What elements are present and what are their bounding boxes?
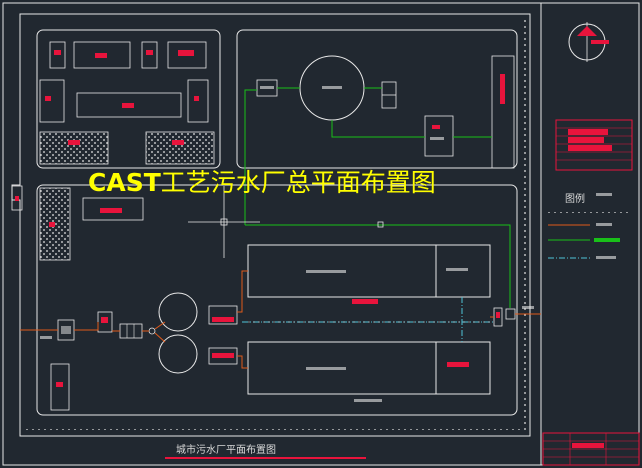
sludge-well-lower-mark — [212, 353, 234, 358]
sludge-pipe-line — [244, 89, 257, 225]
legend-sludge-bar — [594, 238, 620, 242]
sludge-tank-label — [322, 86, 342, 89]
cast-tank-lower-mark — [447, 362, 469, 367]
drawing-title: 城市污水厂平面布置图 — [176, 445, 276, 456]
dewatering-room-mark — [432, 125, 440, 129]
legend-title: 图例 — [565, 194, 585, 205]
green-plot-treatment-mark — [49, 222, 55, 227]
cast-tank-lower-label — [306, 367, 346, 370]
building-canteen — [167, 41, 207, 69]
building-office-mark — [95, 53, 107, 58]
legend-water-label — [596, 223, 612, 226]
water-pipe-to-tank-lower — [237, 355, 248, 369]
cast-tank-upper-label — [306, 270, 346, 273]
sludge-pump-house-label — [260, 86, 274, 89]
water-pipe-to-tank-upper — [237, 270, 248, 313]
site-boundary-wall — [11, 13, 531, 437]
inlet-screen-mark — [61, 326, 71, 334]
sludge-well-upper-mark — [212, 317, 234, 322]
notes-table-fill-2 — [568, 137, 604, 143]
sludge-pipe-line-6 — [245, 224, 511, 308]
building-guardroom — [49, 41, 66, 69]
sludge-storage-mark — [500, 74, 505, 104]
building-office — [73, 41, 131, 69]
building-lab-mark — [122, 103, 134, 108]
water-pipe-screen — [74, 322, 99, 331]
inlet-label — [40, 336, 52, 339]
legend-road-label — [596, 193, 612, 196]
building-store — [141, 41, 158, 69]
primary-tank-upper — [158, 292, 198, 332]
legend-sample-road — [548, 208, 632, 213]
fine-screen-mark — [101, 317, 108, 323]
building-chlorination-mark — [56, 382, 63, 387]
primary-tank-lower — [158, 334, 198, 374]
site-boundary-dots — [22, 16, 528, 20]
legend-air-label — [596, 256, 616, 259]
building-repair-mark — [194, 96, 199, 101]
outfall-well-mark — [496, 312, 500, 318]
legend-underline — [548, 202, 632, 206]
entrance-gate — [11, 185, 23, 211]
green-plot-left-mark — [68, 140, 80, 145]
site-boundary-dots-right — [524, 20, 528, 429]
building-garage — [39, 79, 65, 123]
sludge-pipe-node — [377, 221, 384, 228]
site-boundary-dots-left — [22, 20, 26, 429]
building-blower-room — [82, 197, 144, 221]
sludge-storage — [491, 55, 515, 169]
building-canteen-mark — [178, 50, 194, 56]
building-blower-room-mark — [100, 208, 122, 213]
building-guardroom-mark — [54, 50, 61, 55]
green-plot-left — [39, 131, 109, 165]
cad-crosshair-box — [220, 218, 228, 226]
cast-tank-caption — [354, 399, 382, 402]
building-store-mark — [146, 50, 153, 55]
north-arrow-bar — [591, 40, 609, 44]
notes-table-fill-1 — [568, 129, 608, 135]
main-title: CAST工艺污水厂总平面布置图 — [88, 168, 436, 198]
entrance-gate-mark — [15, 196, 19, 201]
green-plot-right-mark — [172, 140, 184, 145]
sludge-zone — [236, 29, 518, 169]
distribution-well — [148, 327, 156, 335]
notes-table-fill-3 — [568, 145, 612, 151]
office-zone — [36, 29, 221, 169]
building-chlorination — [50, 363, 70, 411]
water-pipe-primary-lower — [154, 332, 166, 343]
water-pipe-primary-upper — [154, 321, 166, 330]
north-arrow-needle — [577, 26, 597, 36]
dewatering-room — [424, 115, 454, 157]
cast-tank-upper-mark — [352, 299, 378, 304]
main-title-rest: 工艺污水厂总平面布置图 — [160, 168, 436, 197]
sludge-pipe-line-4 — [331, 120, 425, 138]
building-repair — [187, 79, 209, 123]
cast-tank-lower — [247, 341, 491, 395]
dewatering-room-label — [430, 137, 444, 140]
notes-table — [555, 119, 633, 171]
main-title-prefix: CAST — [88, 168, 161, 197]
cast-tank-upper-label-right — [446, 268, 468, 271]
outfall-box — [505, 308, 516, 320]
site-boundary-dots-bottom — [22, 429, 528, 433]
sludge-well-upper — [208, 305, 238, 325]
grit-chamber — [119, 323, 143, 339]
green-plot-right — [145, 131, 215, 165]
outlet-label — [522, 306, 534, 309]
building-garage-mark — [45, 96, 51, 101]
treatment-zone — [36, 184, 518, 416]
title-block-fill — [572, 443, 604, 448]
building-lab — [76, 92, 182, 118]
